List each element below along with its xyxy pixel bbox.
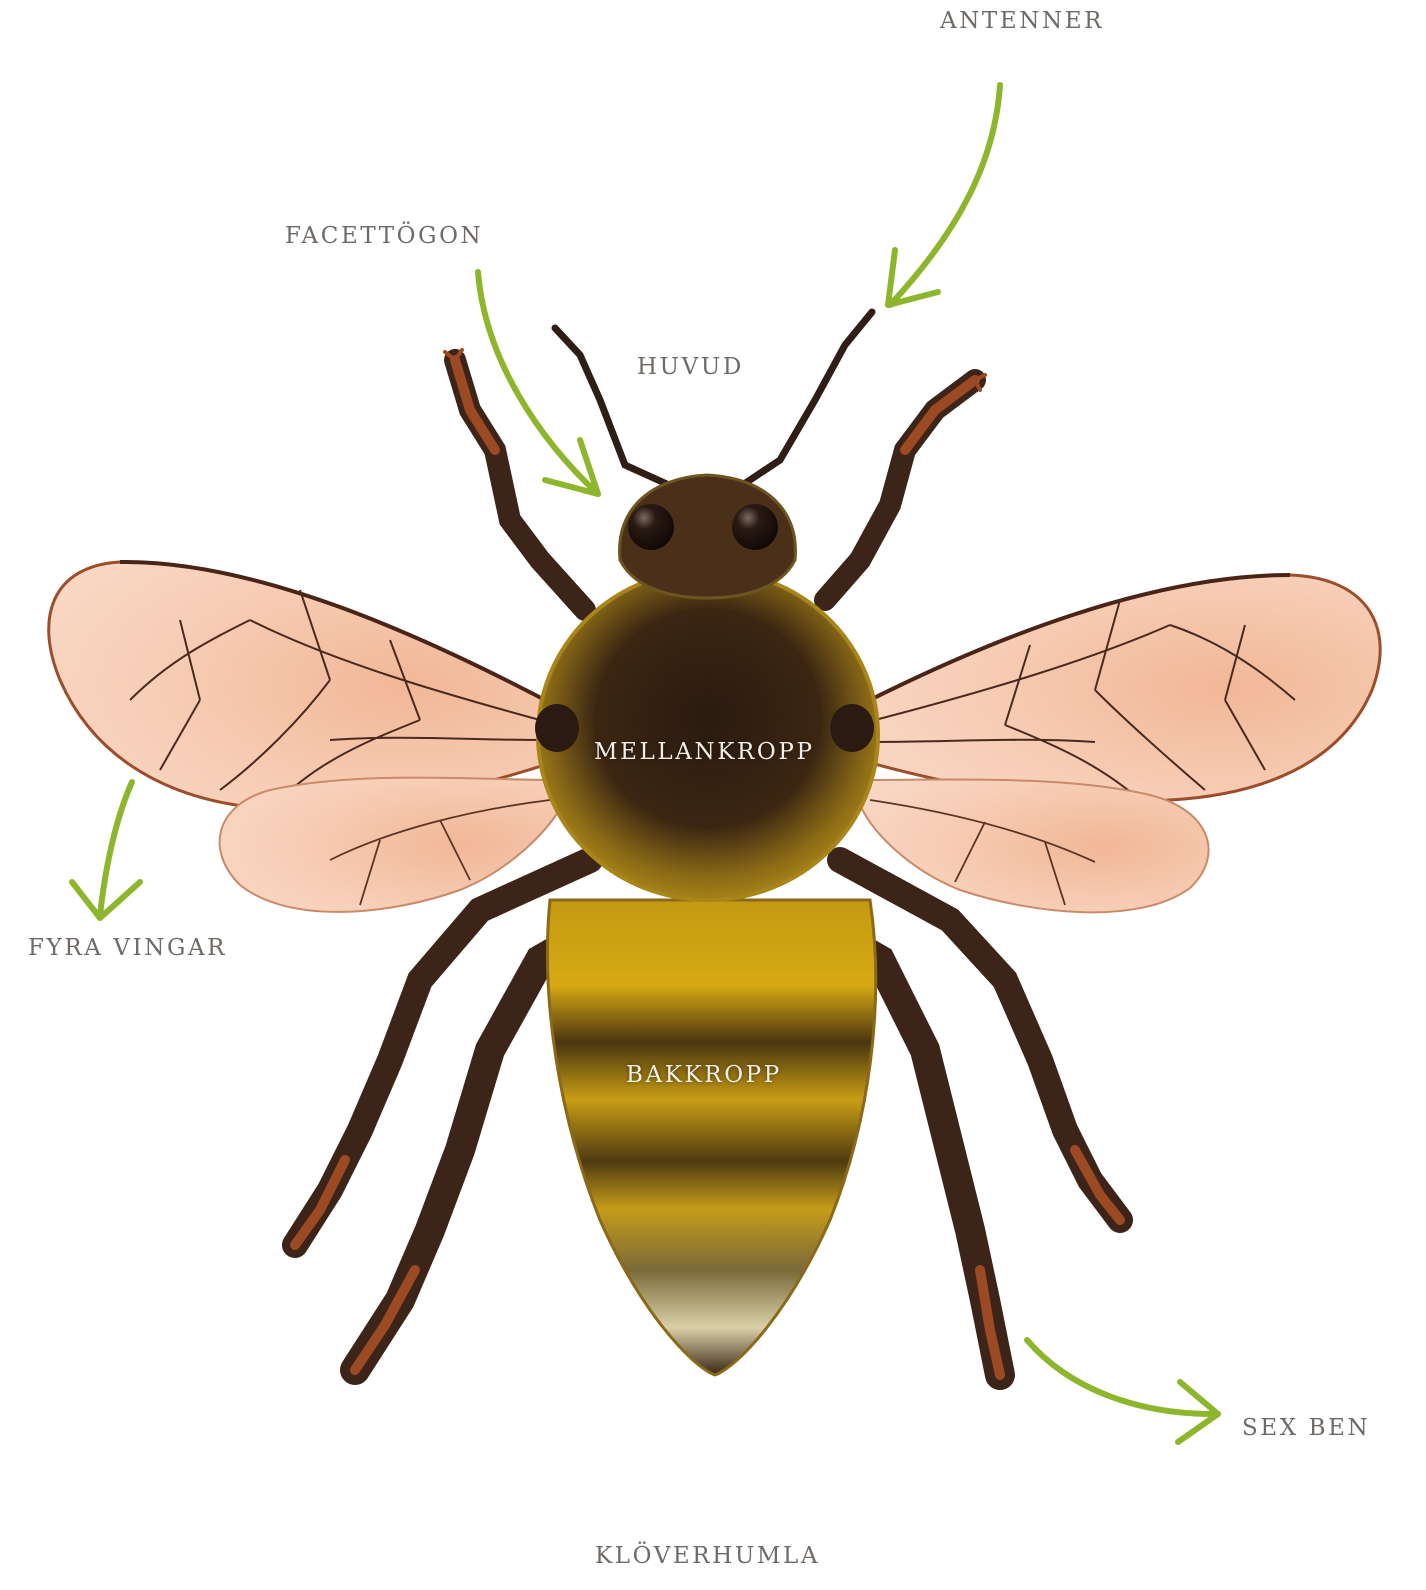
label-fyra-vingar: FYRA VINGAR <box>28 935 227 961</box>
abdomen <box>547 900 875 1375</box>
label-bakkropp: BAKKROPP <box>626 1062 782 1088</box>
caption-title: KLÖVERHUMLA <box>595 1543 820 1569</box>
label-sex-ben: SEX BEN <box>1242 1415 1370 1441</box>
label-facettogon: FACETTÖGON <box>285 223 483 249</box>
head <box>620 475 796 598</box>
label-antenner: ANTENNER <box>940 8 1104 34</box>
wing-left-fore <box>49 562 560 809</box>
thorax <box>535 570 878 900</box>
antennae <box>555 312 872 490</box>
wing-right-fore <box>860 575 1380 802</box>
label-mellankropp: MELLANKROPP <box>594 739 815 765</box>
label-huvud: HUVUD <box>637 354 744 380</box>
